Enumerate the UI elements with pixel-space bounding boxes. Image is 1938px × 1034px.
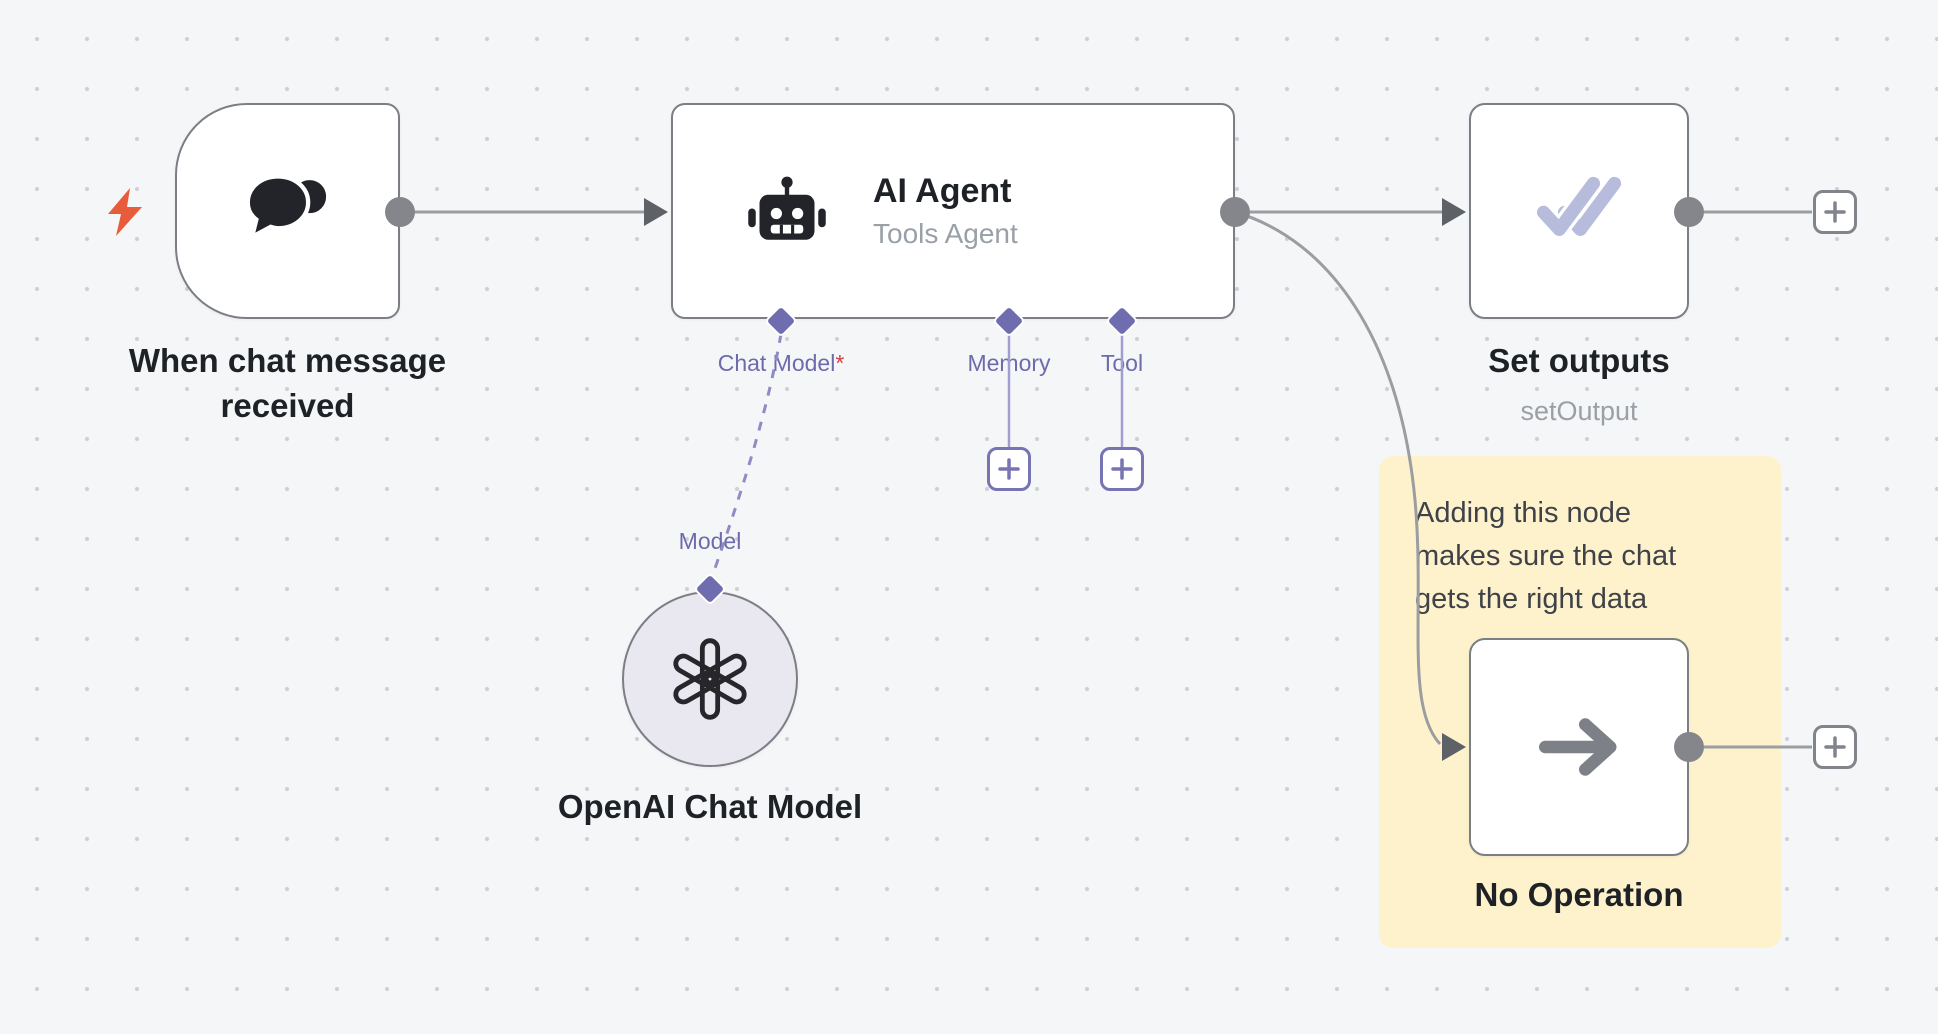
- plus-icon: [998, 458, 1020, 480]
- trigger-node-label: When chat message received: [128, 342, 447, 424]
- sticky-text-line: makes sure the chat: [1415, 540, 1677, 572]
- add-memory-button[interactable]: [987, 447, 1031, 491]
- sticky-text-line: gets the right data: [1415, 583, 1648, 615]
- plus-icon: [1824, 201, 1846, 223]
- lightning-bolt-icon: [108, 188, 142, 236]
- ai-agent-subtitle: Tools Agent: [873, 218, 1018, 249]
- no-operation-label: No Operation: [1474, 876, 1684, 913]
- node-ai-agent[interactable]: AI Agent Tools Agent: [671, 103, 1235, 319]
- sticky-text-line: Adding this node: [1415, 497, 1632, 529]
- set-outputs-subtitle: setOutput: [1520, 396, 1638, 426]
- required-asterisk: *: [835, 350, 845, 376]
- port-label-chat-model: Chat Model*: [681, 350, 881, 377]
- arrow-right-icon: [1539, 718, 1617, 776]
- port-label-model: Model: [678, 528, 742, 554]
- plus-icon: [1824, 736, 1846, 758]
- chat-bubbles-icon: [245, 174, 330, 242]
- add-node-after-set-outputs-button[interactable]: [1813, 190, 1857, 234]
- node-set-outputs[interactable]: [1469, 103, 1689, 319]
- node-openai-chat-model[interactable]: [622, 591, 798, 767]
- plus-icon: [1111, 458, 1133, 480]
- double-check-icon: [1533, 173, 1622, 240]
- port-label-tool: Tool: [1100, 350, 1144, 376]
- node-chat-trigger[interactable]: [175, 103, 400, 319]
- add-node-after-noop-button[interactable]: [1813, 725, 1857, 769]
- set-outputs-title: Set outputs: [1488, 342, 1670, 379]
- add-tool-button[interactable]: [1100, 447, 1144, 491]
- sticky-note[interactable]: Adding this node makes sure the chat get…: [1379, 456, 1781, 948]
- port-label-memory: Memory: [967, 350, 1051, 376]
- node-no-operation[interactable]: [1469, 638, 1689, 856]
- chat-model-label-text: Chat Model: [717, 350, 836, 376]
- robot-icon: [748, 176, 826, 240]
- openai-node-label: OpenAI Chat Model: [557, 788, 863, 825]
- set-outputs-label: Set outputs setOutput: [1429, 338, 1729, 434]
- openai-logo-icon: [673, 638, 747, 720]
- ai-agent-title: AI Agent: [873, 172, 1012, 210]
